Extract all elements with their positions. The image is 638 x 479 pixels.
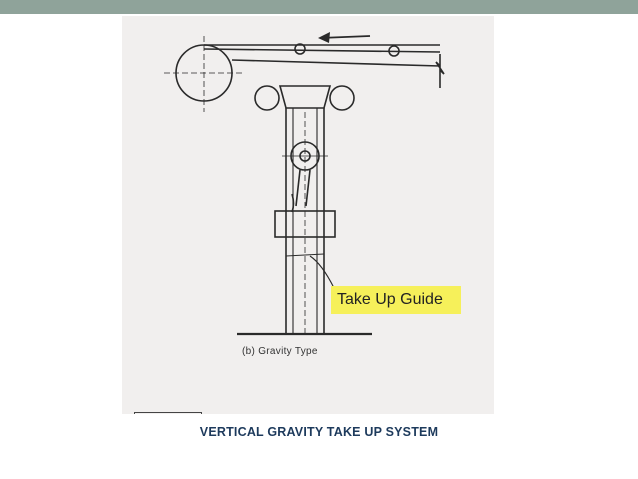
guide-frame-top [278, 85, 332, 109]
slide-caption: VERTICAL GRAVITY TAKE UP SYSTEM [199, 425, 439, 439]
counterweight [274, 210, 336, 238]
belt-top-run-lower [203, 48, 441, 53]
hanger-rod-right [305, 169, 311, 207]
guide-crossbar [285, 253, 325, 257]
break-line-icon [435, 54, 445, 88]
take-up-diagram [164, 32, 445, 336]
header-bar [0, 0, 638, 14]
left-arrow-icon [318, 32, 371, 43]
belt-return-run [231, 59, 441, 67]
diagram-scan: Take Up Guide (b) Gravity Type [122, 16, 494, 414]
take-up-guide-callout: Take Up Guide [331, 286, 461, 314]
carrying-idler-1 [294, 43, 306, 55]
hanger-rod-left [295, 169, 301, 207]
callout-label: Take Up Guide [337, 291, 443, 308]
bend-pulley-right [329, 85, 355, 111]
subfigure-label: (b) Gravity Type [242, 346, 318, 357]
callout-leader [309, 255, 335, 289]
bend-pulley-left [254, 85, 280, 111]
hook [291, 193, 295, 213]
corner-frame [134, 412, 202, 414]
carrying-idler-2 [388, 45, 400, 57]
